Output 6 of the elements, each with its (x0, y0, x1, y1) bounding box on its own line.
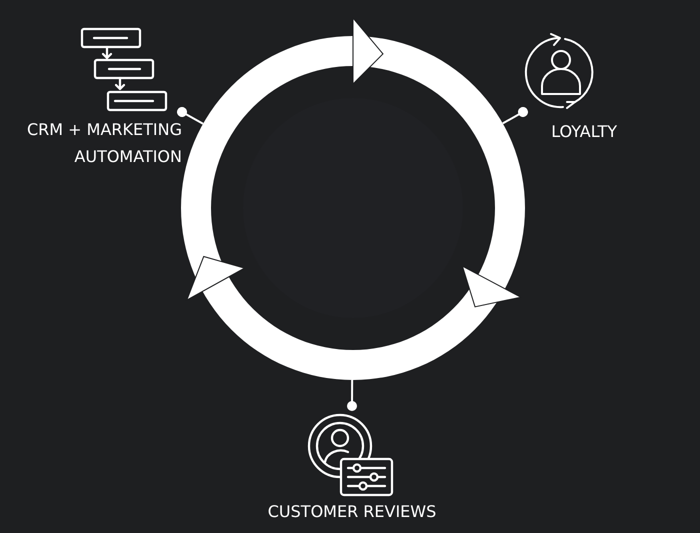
node-label: CRM + MARKETING AUTOMATION (26, 119, 182, 168)
node-label: CUSTOMER REVIEWS (266, 501, 438, 523)
leader-line (347, 380, 357, 411)
leader-line (177, 107, 204, 125)
node-label: LOYALTY (550, 121, 617, 143)
leader-line (502, 107, 528, 124)
